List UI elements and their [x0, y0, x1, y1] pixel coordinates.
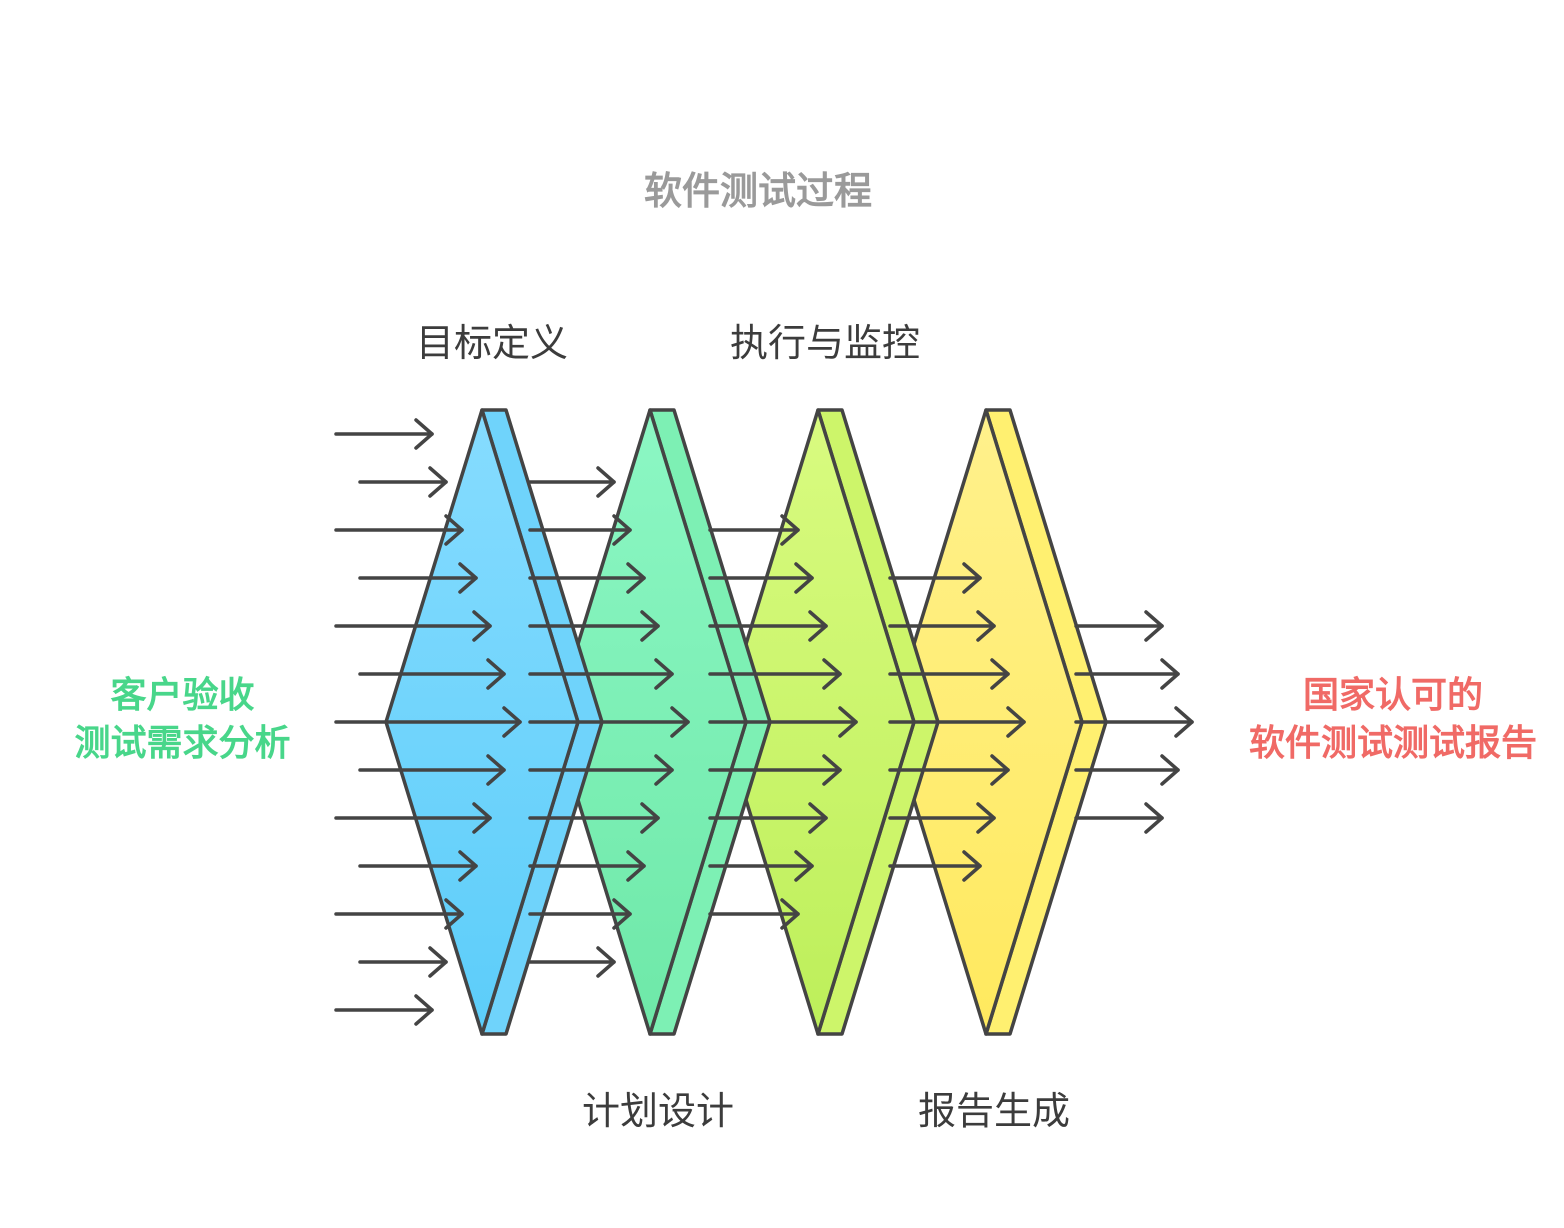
stage-label-goal-definition: 目标定义 [416, 321, 569, 365]
input-label-line1: 客户验收 [110, 675, 255, 716]
output-label-line1: 国家认可的 [1302, 675, 1483, 716]
output-label-line2: 软件测试测试报告 [1248, 723, 1537, 764]
input-label-line2: 测试需求分析 [74, 723, 291, 764]
stage-label-report-generation: 报告生成 [918, 1089, 1071, 1133]
stage-label-execution-monitoring: 执行与监控 [730, 321, 921, 365]
output-label: 国家认可的 软件测试测试报告 [1222, 672, 1564, 768]
diagram-title: 软件测试过程 [643, 169, 872, 213]
stage-label-plan-design: 计划设计 [582, 1089, 735, 1133]
input-label: 客户验收 测试需求分析 [50, 672, 315, 768]
